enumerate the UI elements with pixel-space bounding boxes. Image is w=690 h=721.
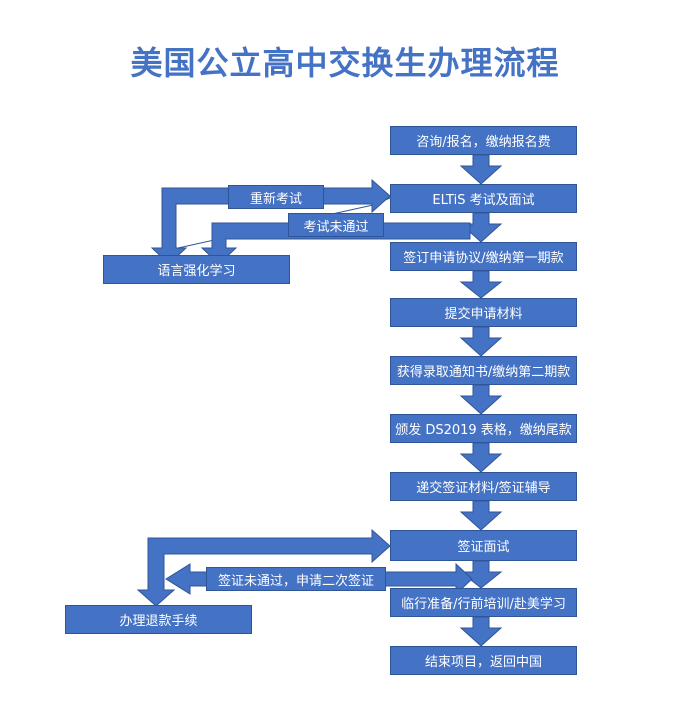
language-study-box: 语言强化学习 <box>103 255 290 284</box>
flow-arrow-2 <box>459 212 503 243</box>
step-admission: 获得录取通知书/缴纳第二期款 <box>390 356 577 385</box>
step-consult: 咨询/报名，缴纳报名费 <box>390 126 577 155</box>
step-visa-materials: 递交签证材料/签证辅导 <box>390 472 577 501</box>
page-title: 美国公立高中交换生办理流程 <box>130 44 560 82</box>
flow-arrow-3 <box>459 270 503 299</box>
flow-arrow-1 <box>459 154 503 185</box>
refund-box: 办理退款手续 <box>65 605 252 634</box>
fail-test-label: 考试未通过 <box>288 213 384 237</box>
step-visa-interview: 签证面试 <box>390 530 577 561</box>
step-eltis: ELTiS 考试及面试 <box>390 184 577 213</box>
step-departure: 临行准备/行前培训/赴美学习 <box>390 588 577 617</box>
flow-arrow-8 <box>459 560 503 589</box>
flow-arrow-5 <box>459 384 503 415</box>
visa-fail-label: 签证未通过，申请二次签证 <box>206 567 386 591</box>
flow-arrow-9 <box>459 616 503 647</box>
flow-arrow-6 <box>459 442 503 473</box>
flow-arrow-7 <box>459 500 503 531</box>
step-finish: 结束项目，返回中国 <box>390 646 577 675</box>
retest-label: 重新考试 <box>228 185 324 209</box>
step-agreement: 签订申请协议/缴纳第一期款 <box>390 242 577 271</box>
step-submit-materials: 提交申请材料 <box>390 298 577 327</box>
step-ds2019: 颁发 DS2019 表格，缴纳尾款 <box>390 414 577 443</box>
flow-arrow-4 <box>459 326 503 357</box>
